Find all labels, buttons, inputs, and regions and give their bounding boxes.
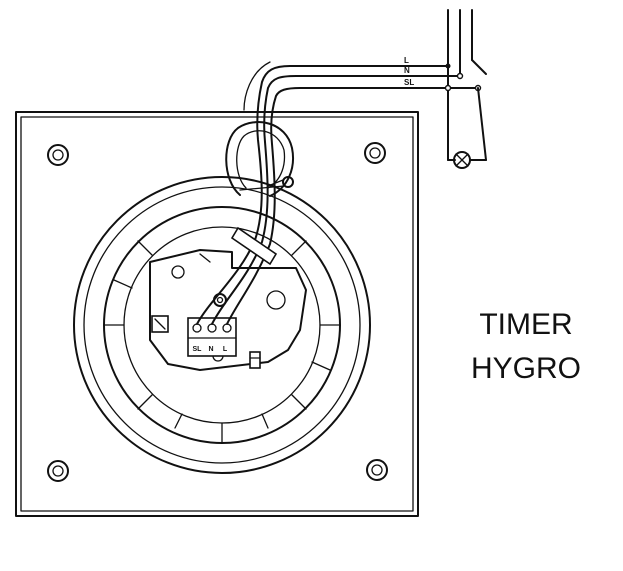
lamp-icon [447,151,487,169]
wire-label-l: L [404,56,409,65]
switch [471,59,487,161]
caption-hygro: HYGRO [471,352,581,385]
supply-lines [409,9,479,161]
fan-body [73,176,371,474]
cable-clamp [230,176,294,266]
cable-bundle [196,61,411,325]
terminal-label-n: N [208,346,213,353]
caption-timer: TIMER [479,308,572,341]
mounting-hole-top-right [364,142,386,164]
fan-plate [15,111,419,517]
terminal-label-l: L [223,346,228,353]
mounting-hole-bottom-left [47,460,69,482]
wire-label-sl: SL [404,78,414,87]
mounting-hole-bottom-right [366,459,388,481]
cable-grommet [225,121,294,197]
mounting-hole-top-left [47,144,69,166]
wire-label-n: N [404,66,410,75]
terminal-label-sl: SL [193,346,203,353]
board-component [249,351,261,369]
earth-screw [151,315,169,333]
